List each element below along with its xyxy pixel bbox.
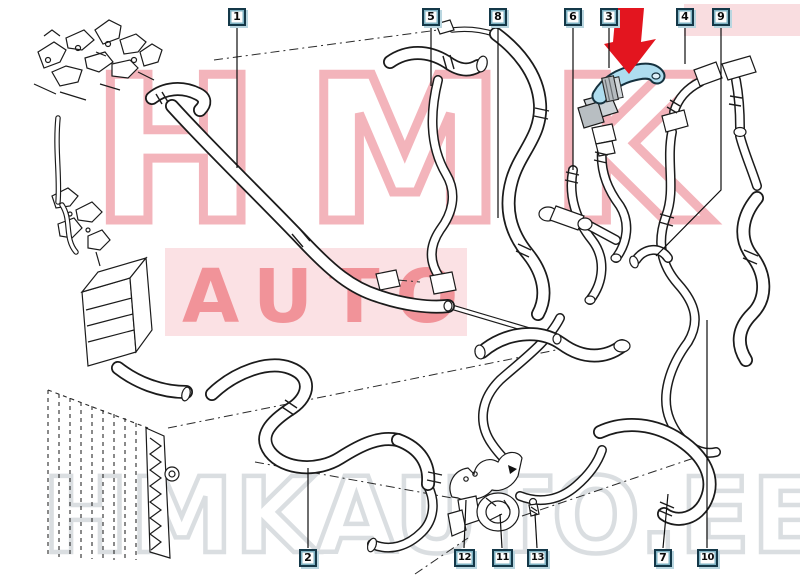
callout-5: 5 xyxy=(422,8,440,26)
callout-9: 9 xyxy=(712,8,730,26)
heat-exchanger xyxy=(51,187,153,367)
radiator xyxy=(47,389,180,560)
watermark-brand-sub-text: AUTO xyxy=(182,254,474,340)
water-pump-assembly xyxy=(447,451,540,537)
callout-13: 13 xyxy=(527,549,548,567)
callout-3: 3 xyxy=(600,8,618,26)
callout-8: 8 xyxy=(489,8,507,26)
hose-clamp xyxy=(601,75,624,103)
callout-6: 6 xyxy=(564,8,582,26)
pump-bracket xyxy=(449,451,523,501)
callout-12: 12 xyxy=(454,549,475,567)
callout-11: 11 xyxy=(492,549,513,567)
highlighted-hose-part xyxy=(600,71,660,102)
callout-7: 7 xyxy=(654,549,672,567)
auxiliary-pump xyxy=(476,492,520,532)
radiator-fitting xyxy=(164,466,180,482)
callout-1: 1 xyxy=(228,8,246,26)
callout-2: 2 xyxy=(299,549,317,567)
engine-cluster xyxy=(33,19,163,101)
callout-4: 4 xyxy=(676,8,694,26)
part9-connector xyxy=(721,55,757,81)
watermark-band-top xyxy=(684,4,800,36)
callout-10: 10 xyxy=(697,549,718,567)
callout-leader-lines xyxy=(236,27,722,549)
hose-line-art xyxy=(33,19,763,575)
part4-connector xyxy=(693,61,723,87)
